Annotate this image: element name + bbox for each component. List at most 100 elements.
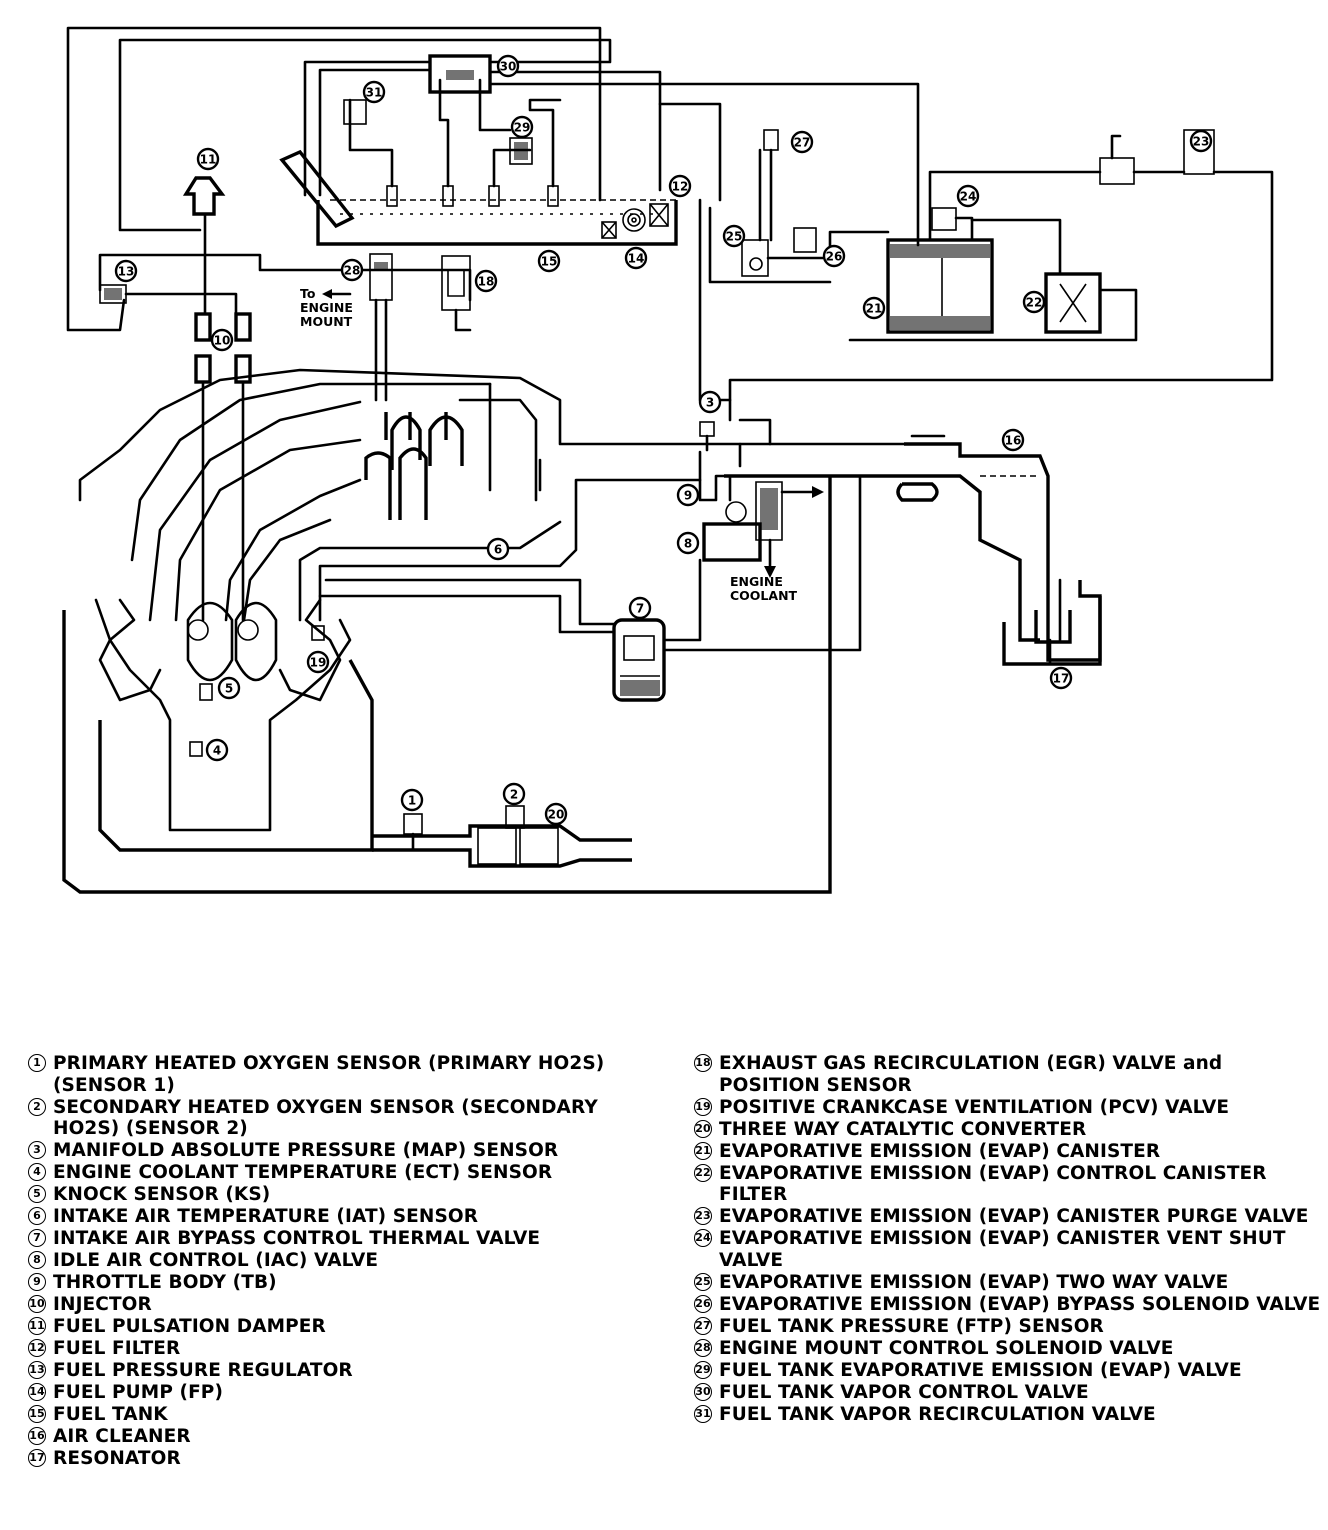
- callout-1: 1: [400, 788, 424, 812]
- callout-circle: [956, 184, 980, 208]
- evap-canister: [886, 238, 994, 334]
- legend-number: 2: [28, 1097, 46, 1116]
- callout-number: 2: [510, 788, 518, 802]
- legend-text: AIR CLEANER: [53, 1425, 191, 1447]
- legend-number: 3: [28, 1141, 46, 1160]
- callout-circle: [537, 249, 561, 273]
- legend-text: EVAPORATIVE EMISSION (EVAP) CONTROL CANI…: [719, 1162, 1267, 1206]
- legend-number: 5: [28, 1185, 46, 1204]
- callout-number: 22: [1026, 296, 1043, 310]
- callout-number: 23: [1193, 135, 1210, 149]
- callout-circle: [698, 390, 722, 414]
- callout-number: 27: [794, 136, 811, 150]
- callout-number: 21: [866, 302, 883, 316]
- emission-system-diagram: 1234567891011121314151617181920212223242…: [62, 26, 1274, 894]
- legend-text: FUEL FILTER: [53, 1338, 181, 1360]
- legend-text: EVAPORATIVE EMISSION (EVAP) CANISTER: [719, 1140, 1161, 1162]
- legend-text: THROTTLE BODY (TB): [53, 1272, 277, 1294]
- callout-2: 2: [502, 782, 526, 806]
- callout-circle: [676, 483, 700, 507]
- callout-circle: [205, 738, 229, 762]
- callout-circle: [502, 782, 526, 806]
- legend-text: POSITIVE CRANKCASE VENTILATION (PCV) VAL…: [719, 1096, 1230, 1118]
- callout-26: 26: [822, 244, 846, 268]
- label-to-engine-mount: To ENGINE MOUNT: [300, 286, 357, 329]
- callout-number: 30: [500, 60, 517, 74]
- callout-circle: [400, 788, 424, 812]
- legend-number: 28: [694, 1338, 712, 1357]
- callout-circle: [1022, 290, 1046, 314]
- to-engine-mount-arrowhead: [322, 289, 332, 299]
- callout-17: 17: [1049, 666, 1073, 690]
- intake-runners: [364, 412, 464, 520]
- resonator: [1002, 578, 1102, 666]
- callout-8: 8: [676, 531, 700, 555]
- callout-number: 29: [514, 121, 531, 135]
- injectors: [194, 312, 252, 622]
- callout-number: 1: [408, 794, 416, 808]
- callout-23: 23: [1189, 129, 1213, 153]
- legend-text: PRIMARY HEATED OXYGEN SENSOR (PRIMARY HO…: [53, 1053, 605, 1096]
- callout-15: 15: [537, 249, 561, 273]
- legend-text: FUEL TANK VAPOR CONTROL VALVE: [719, 1381, 1089, 1403]
- callout-circle: [474, 269, 498, 293]
- legend-text: ENGINE MOUNT CONTROL SOLENOID VALVE: [719, 1337, 1174, 1359]
- legend-item-28: 28 ENGINE MOUNT CONTROL SOLENOID VALVE: [694, 1338, 1324, 1360]
- legend-text: FUEL PULSATION DAMPER: [53, 1316, 326, 1338]
- legend-text: IDLE AIR CONTROL (IAC) VALVE: [53, 1250, 379, 1272]
- legend-text: EXHAUST GAS RECIRCULATION (EGR) VALVE an…: [719, 1053, 1223, 1096]
- callout-number: 11: [200, 153, 217, 167]
- legend-number: 15: [28, 1404, 46, 1423]
- callout-number: 8: [684, 537, 692, 551]
- callout-number: 3: [706, 396, 714, 410]
- engine-mount-solenoid: [369, 253, 393, 402]
- callout-number: 5: [225, 682, 233, 696]
- callout-24: 24: [956, 184, 980, 208]
- in-tank-valves: [386, 185, 559, 207]
- label-engine-coolant-line-2: COOLANT: [730, 588, 798, 603]
- callout-number: 25: [726, 230, 743, 244]
- legend-text: EVAPORATIVE EMISSION (EVAP) CANISTER PUR…: [719, 1206, 1309, 1228]
- legend-number: 17: [28, 1448, 46, 1467]
- callout-circle: [668, 174, 692, 198]
- legend-text: SECONDARY HEATED OXYGEN SENSOR (SECONDAR…: [53, 1096, 598, 1140]
- legend-text: INJECTOR: [53, 1294, 152, 1316]
- legend-text: FUEL PRESSURE REGULATOR: [53, 1360, 353, 1381]
- callout-21: 21: [862, 296, 886, 320]
- callout-number: 31: [366, 86, 383, 100]
- legend-text: INTAKE AIR TEMPERATURE (IAT) SENSOR: [53, 1206, 479, 1228]
- exhaust-pipe: [372, 805, 632, 868]
- bypass-solenoid-valve: [766, 227, 890, 260]
- legend-number: 24: [694, 1229, 712, 1248]
- callout-number: 12: [672, 180, 689, 194]
- label-engine-coolant-line-1: ENGINE: [730, 574, 783, 589]
- callout-circle: [676, 531, 700, 555]
- legend-text: THREE WAY CATALYTIC CONVERTER: [719, 1118, 1087, 1140]
- callout-number: 7: [636, 602, 644, 616]
- callout-circle: [822, 244, 846, 268]
- callout-number: 18: [478, 275, 495, 289]
- callout-circle: [1049, 666, 1073, 690]
- legend-number: 25: [694, 1272, 712, 1291]
- callout-number: 15: [541, 255, 558, 269]
- purge-valve: [728, 129, 1274, 422]
- callout-20: 20: [544, 802, 568, 826]
- callout-circle: [496, 54, 520, 78]
- legend-text: INTAKE AIR BYPASS CONTROL THERMAL VALVE: [53, 1228, 541, 1250]
